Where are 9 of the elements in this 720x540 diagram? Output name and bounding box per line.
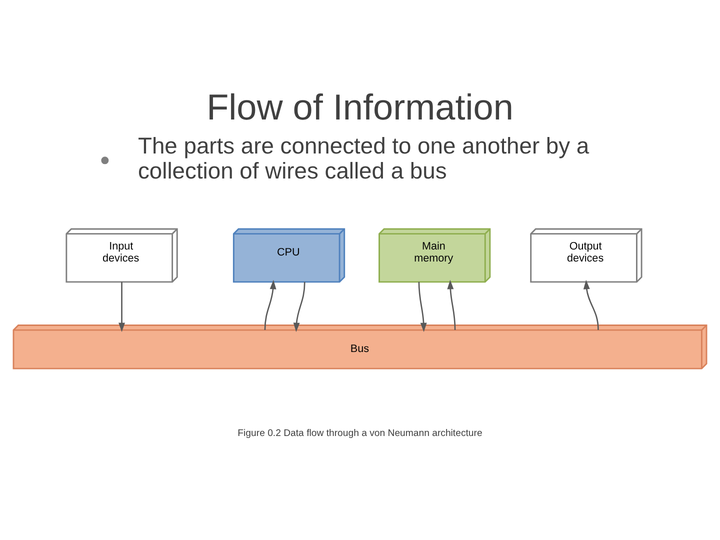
diagram-title: Flow of Information <box>206 86 514 127</box>
label: The parts are connected to one another by a collection of wires called a bus <box>138 132 590 184</box>
caption: Figure 0.2 Data flow through a von Neumann architecture <box>238 427 482 438</box>
arrow <box>118 281 126 332</box>
arrow <box>418 281 427 332</box>
arrow <box>583 279 599 330</box>
arrow <box>264 279 276 330</box>
arrow <box>293 281 306 332</box>
arrow <box>447 279 456 330</box>
